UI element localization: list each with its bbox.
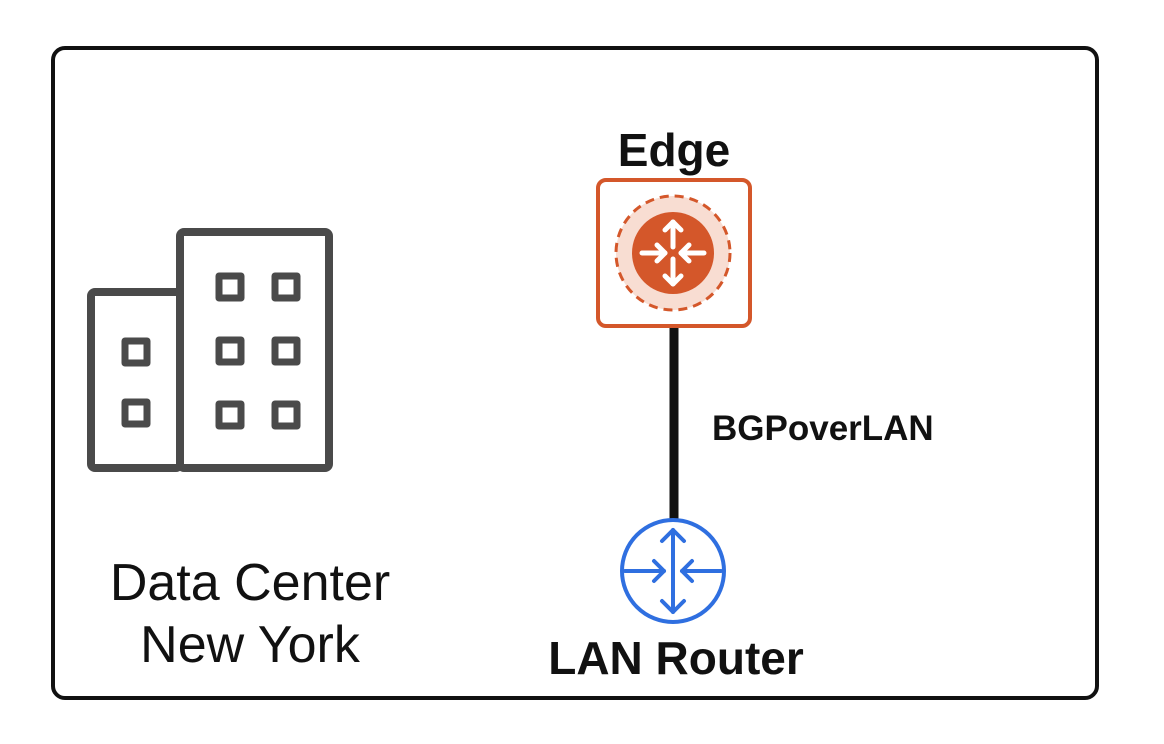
- site-label: Data Center New York: [60, 552, 440, 676]
- lan-router-node[interactable]: [620, 518, 726, 624]
- edge-router-icon: [614, 194, 732, 312]
- site-label-line2: New York: [140, 616, 360, 674]
- edge-node[interactable]: [596, 178, 752, 328]
- lan-router-label: LAN Router: [548, 632, 804, 684]
- link-label: BGPoverLAN: [712, 409, 934, 448]
- site-label-line1: Data Center: [109, 554, 391, 612]
- edge-label: Edge: [617, 124, 731, 176]
- site-frame: [51, 46, 1099, 700]
- router-icon: [620, 518, 726, 624]
- building-icon: [87, 228, 333, 472]
